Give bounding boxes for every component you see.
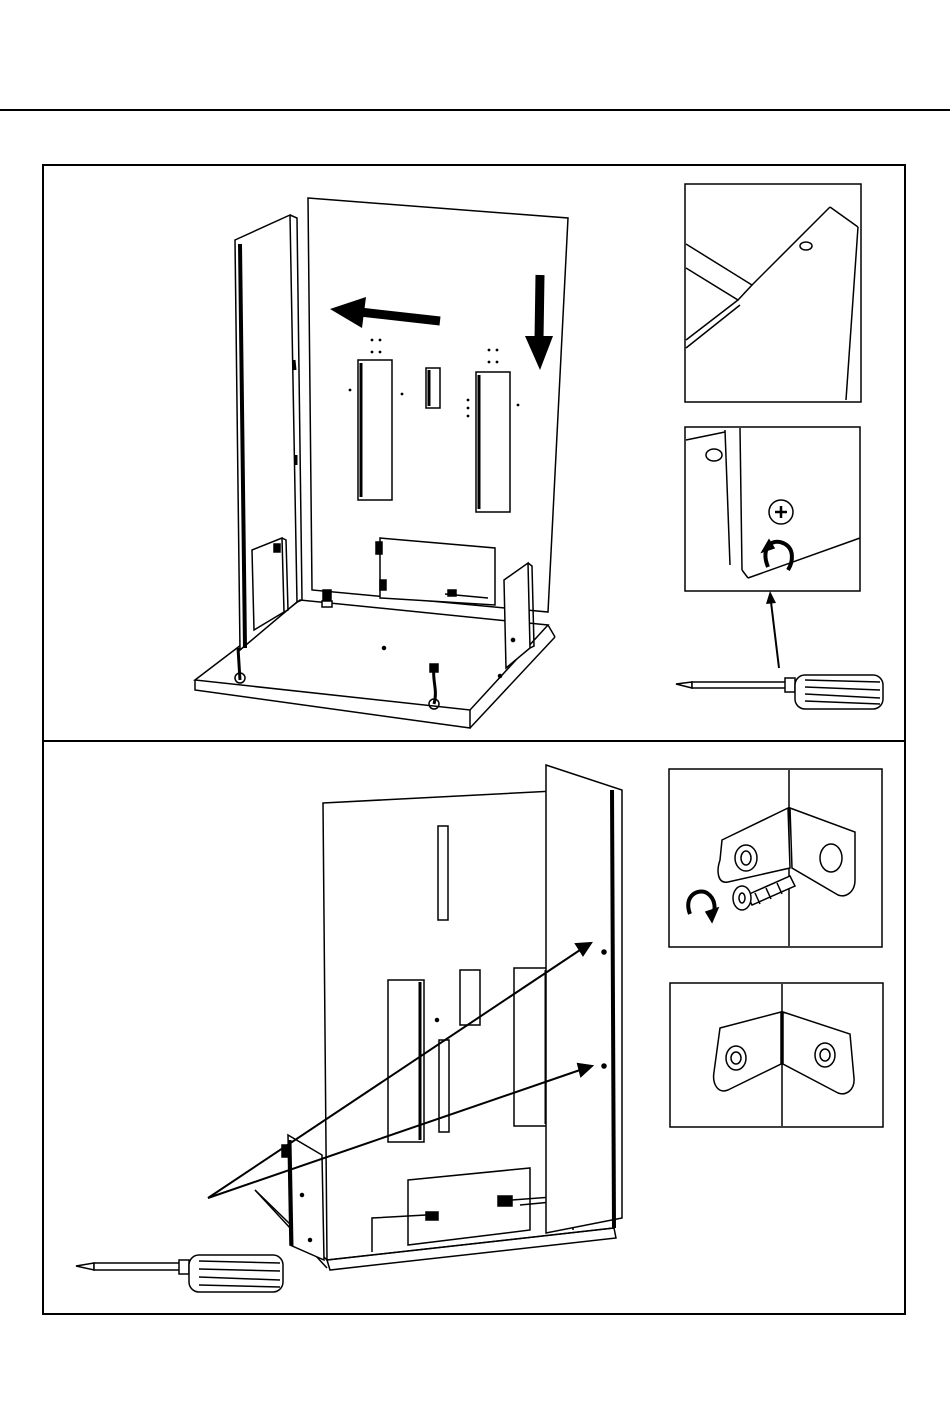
bracket-screw-inset xyxy=(669,769,882,947)
right-side-panel xyxy=(546,765,622,1233)
bracket-installed-inset xyxy=(670,983,883,1127)
left-bracket-panel xyxy=(282,1135,324,1260)
screwdriver-icon xyxy=(76,1255,283,1292)
